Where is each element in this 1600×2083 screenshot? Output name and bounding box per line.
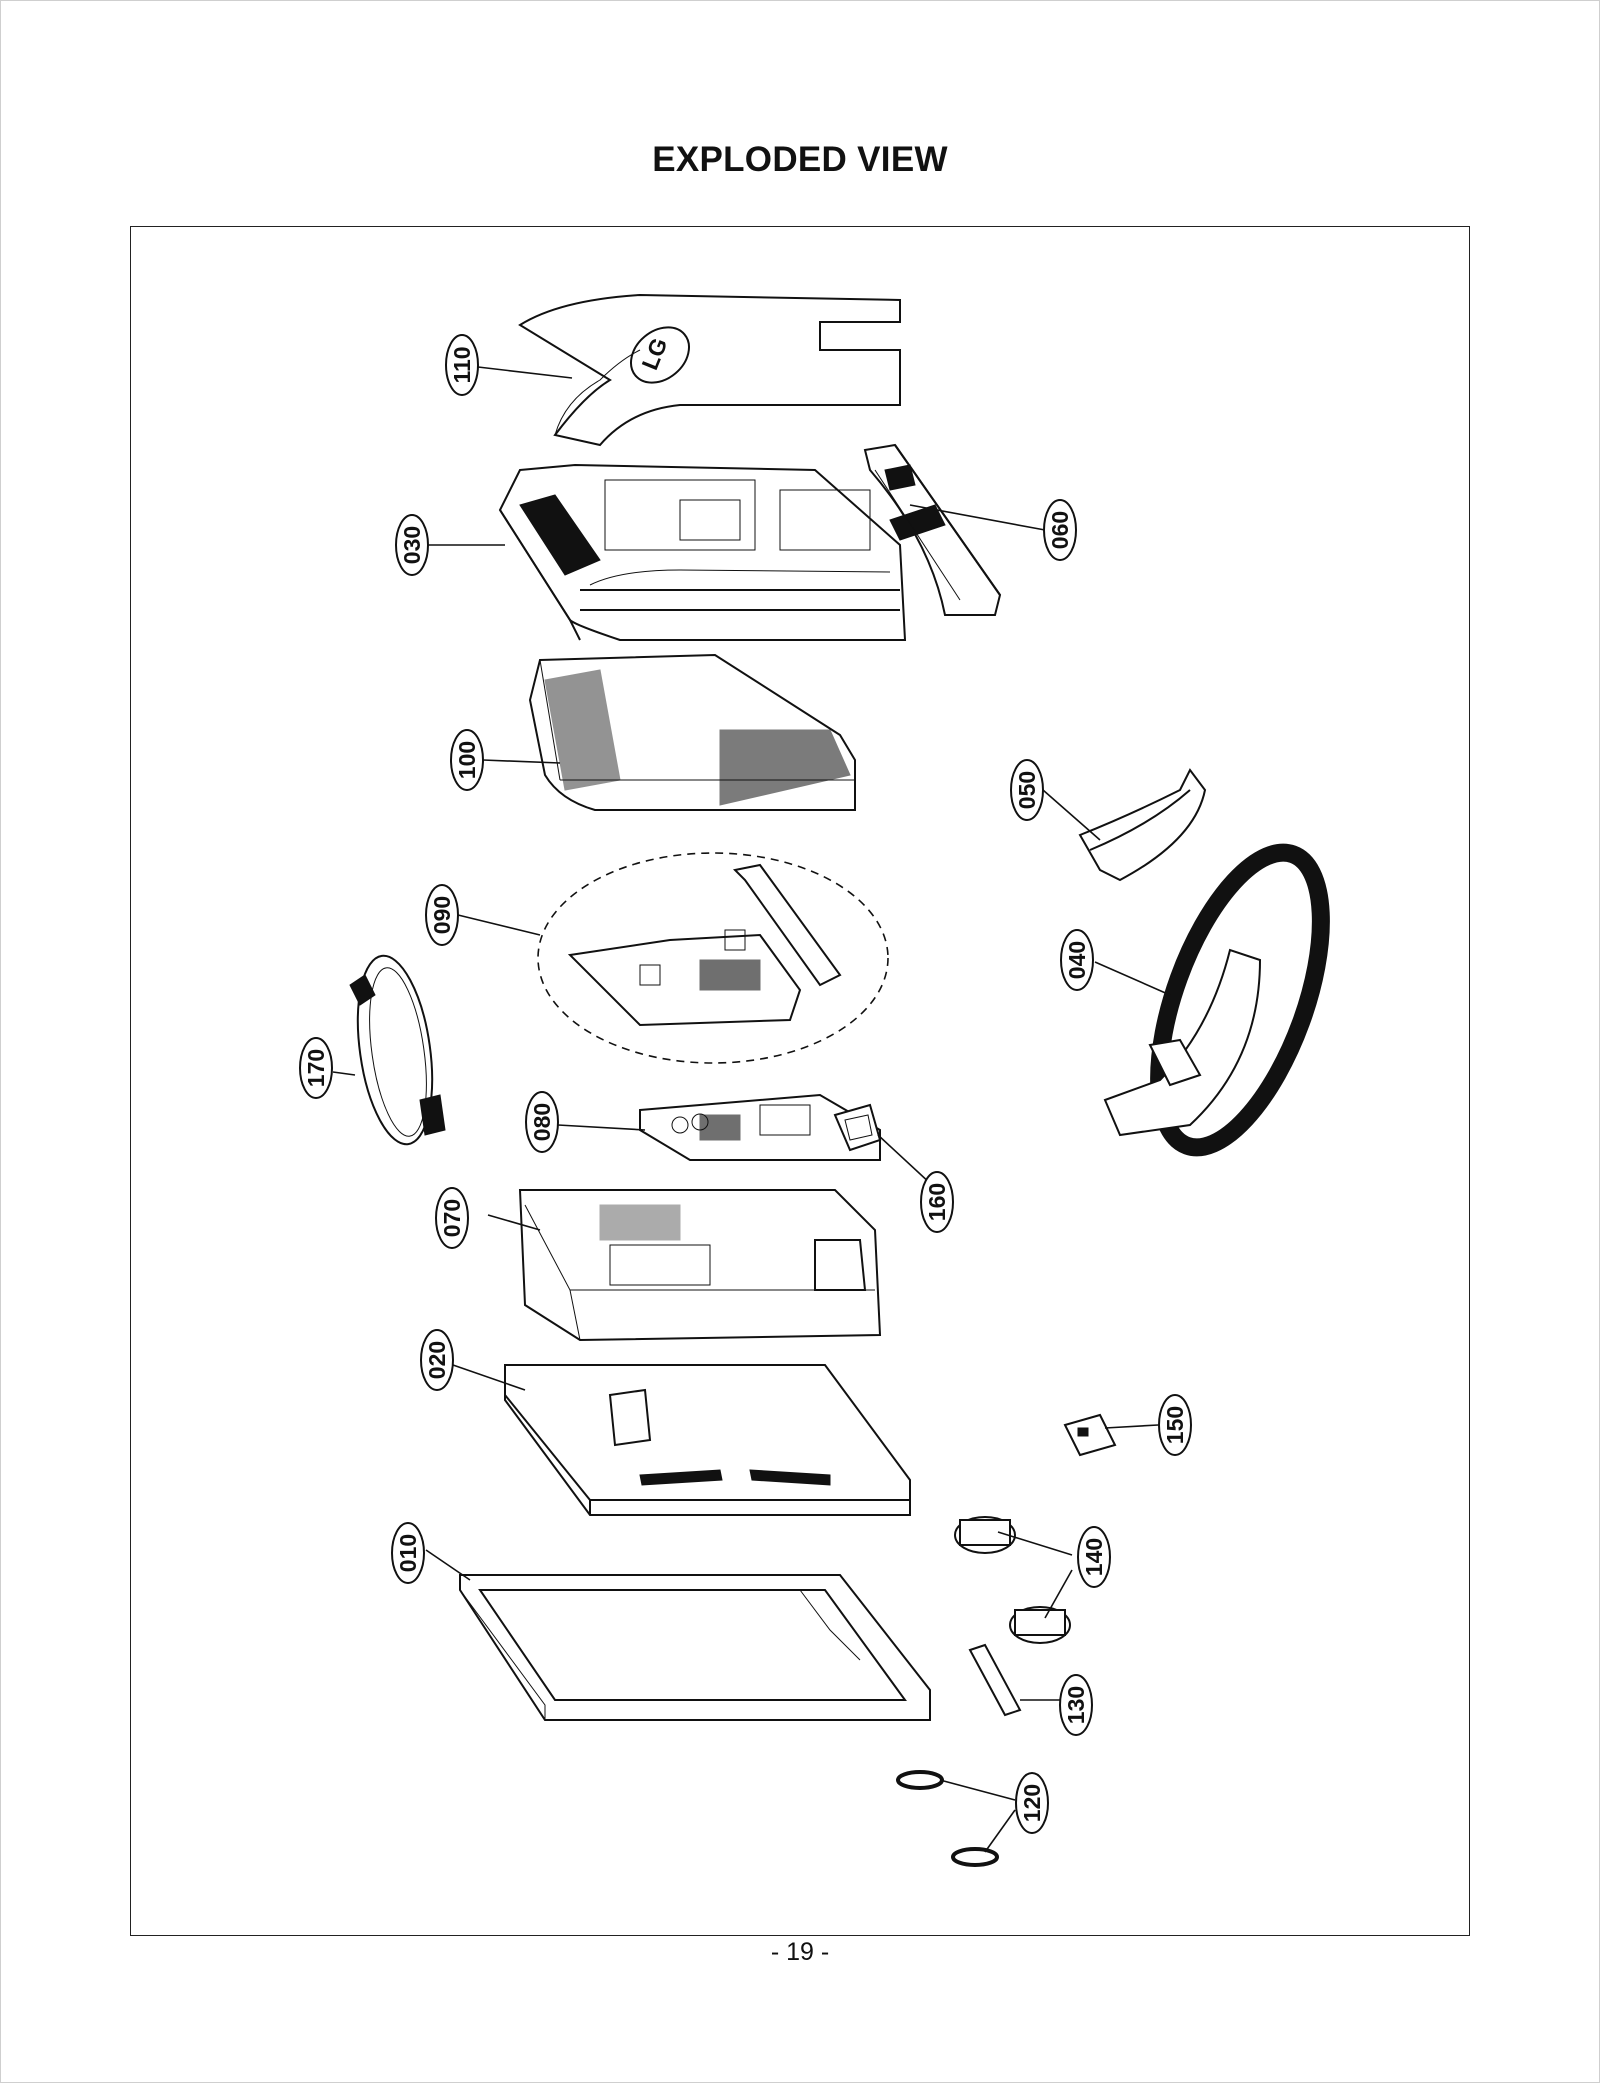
- label-090: 090: [429, 896, 455, 934]
- part-140-speakers: [954, 1516, 1071, 1644]
- leader-lines: [332, 366, 1171, 1853]
- callout-160: 160: [920, 1171, 954, 1233]
- part-130-key-pcb: [968, 1643, 1022, 1717]
- callout-100: 100: [450, 729, 484, 791]
- part-070-chassis-frame: [518, 1189, 882, 1342]
- label-120: 120: [1019, 1784, 1045, 1822]
- callout-050: 050: [1010, 759, 1044, 821]
- callout-170: 170: [299, 1037, 333, 1099]
- callout-110: 110: [445, 334, 479, 396]
- callout-130: 130: [1059, 1674, 1093, 1736]
- label-130: 130: [1063, 1686, 1089, 1724]
- label-060: 060: [1047, 511, 1073, 549]
- callout-020: 020: [420, 1329, 454, 1391]
- label-110: 110: [449, 346, 475, 383]
- label-150: 150: [1162, 1406, 1188, 1444]
- label-020: 020: [424, 1341, 450, 1379]
- callout-080: 080: [525, 1091, 559, 1153]
- callout-040: 040: [1060, 929, 1094, 991]
- label-030: 030: [399, 526, 425, 564]
- label-080: 080: [529, 1103, 555, 1141]
- callout-120: 120: [1015, 1772, 1049, 1834]
- part-030-rear-cabinet: [498, 463, 907, 641]
- callout-140: 140: [1077, 1526, 1111, 1588]
- part-160-ac-inlet: [833, 1103, 882, 1152]
- diagram-frame: [130, 226, 1470, 1936]
- label-040: 040: [1064, 941, 1090, 979]
- callout-070: 070: [435, 1187, 469, 1249]
- part-150-control-board: [1063, 1413, 1117, 1457]
- page-number: - 19 -: [770, 1938, 830, 1966]
- part-020-lcd-panel: [504, 1364, 911, 1516]
- part-090-main-board: [537, 852, 889, 1064]
- label-170: 170: [303, 1049, 329, 1087]
- part-110-back-cover: LG: [518, 293, 901, 447]
- part-040-stand-base: [1103, 843, 1330, 1157]
- callout-030: 030: [395, 514, 429, 576]
- callout-150: 150: [1158, 1394, 1192, 1456]
- part-120-grilles: [896, 1770, 999, 1867]
- label-050: 050: [1014, 771, 1040, 809]
- callout-010: 010: [391, 1522, 425, 1584]
- page-title: EXPLODED VIEW: [652, 140, 948, 179]
- label-160: 160: [924, 1183, 950, 1221]
- part-170-power-cord: [349, 954, 446, 1146]
- label-100: 100: [454, 741, 480, 779]
- part-050-stand-neck: [1078, 768, 1207, 882]
- part-060-stand-cover: [863, 443, 1002, 616]
- label-010: 010: [395, 1534, 421, 1572]
- callout-060: 060: [1043, 499, 1077, 561]
- label-070: 070: [439, 1199, 465, 1237]
- part-100-shield-case: [528, 653, 856, 811]
- part-010-front-bezel: [459, 1574, 931, 1721]
- callout-090: 090: [425, 884, 459, 946]
- label-140: 140: [1081, 1538, 1107, 1576]
